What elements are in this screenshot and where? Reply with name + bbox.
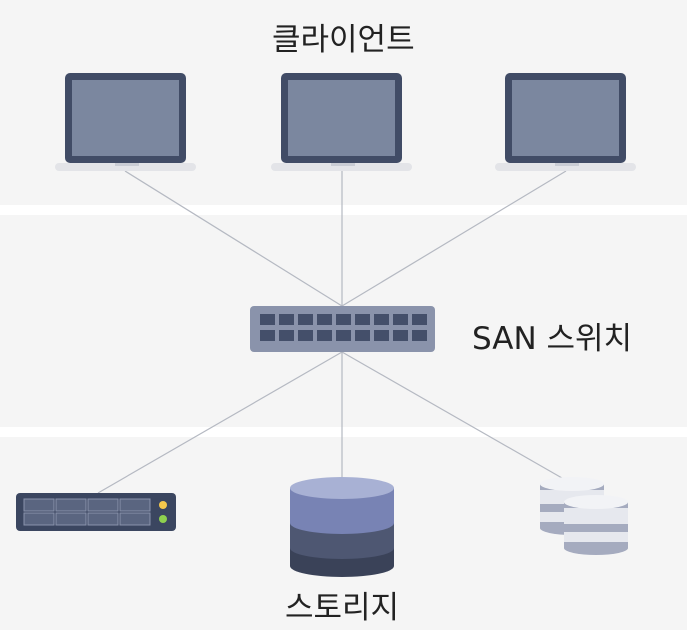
switch-port <box>298 314 313 325</box>
clients-label: 클라이언트 <box>272 22 415 58</box>
switch-port <box>374 330 389 341</box>
switch-port <box>260 314 275 325</box>
switch-port <box>260 330 275 341</box>
status-led-yellow <box>159 501 167 509</box>
switch-port <box>393 314 408 325</box>
rack-server-icon <box>16 493 176 531</box>
disk-stack-icon <box>540 477 628 555</box>
database-icon <box>290 477 394 577</box>
switch-port <box>355 314 370 325</box>
switch-port <box>279 330 294 341</box>
switch-port <box>317 330 332 341</box>
laptop-icon <box>495 73 636 171</box>
san-switch-icon <box>250 306 435 352</box>
switch-port <box>393 330 408 341</box>
switch-port <box>336 314 351 325</box>
switch-port <box>374 314 389 325</box>
storage-label: 스토리지 <box>285 590 400 626</box>
link-disks <box>341 351 563 479</box>
switch-port <box>279 314 294 325</box>
link-client-3 <box>341 170 567 307</box>
connection-lines <box>97 170 567 494</box>
status-led-green <box>159 515 167 523</box>
switch-port <box>298 330 313 341</box>
switch-port <box>412 330 427 341</box>
link-rack <box>97 351 343 494</box>
switch-port <box>317 314 332 325</box>
laptop-icon <box>55 73 196 171</box>
san-switch-label: SAN 스위치 <box>472 321 633 357</box>
laptop-icon <box>271 73 412 171</box>
switch-port <box>412 314 427 325</box>
switch-port <box>355 330 370 341</box>
switch-port <box>336 330 351 341</box>
link-client-1 <box>124 170 343 307</box>
